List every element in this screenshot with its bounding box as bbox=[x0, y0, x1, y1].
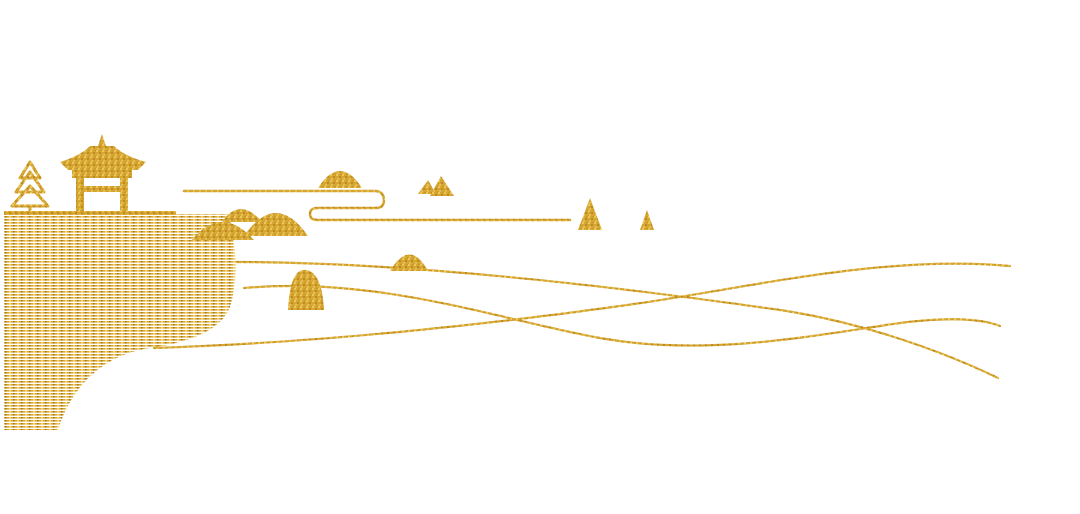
pine-tree bbox=[10, 160, 50, 214]
cloud-line bbox=[182, 189, 572, 222]
wave-lines bbox=[152, 260, 1012, 380]
mountain-peaks bbox=[418, 176, 654, 230]
hill-mounds bbox=[192, 171, 428, 310]
pavilion bbox=[60, 134, 146, 214]
striped-land bbox=[4, 211, 236, 430]
